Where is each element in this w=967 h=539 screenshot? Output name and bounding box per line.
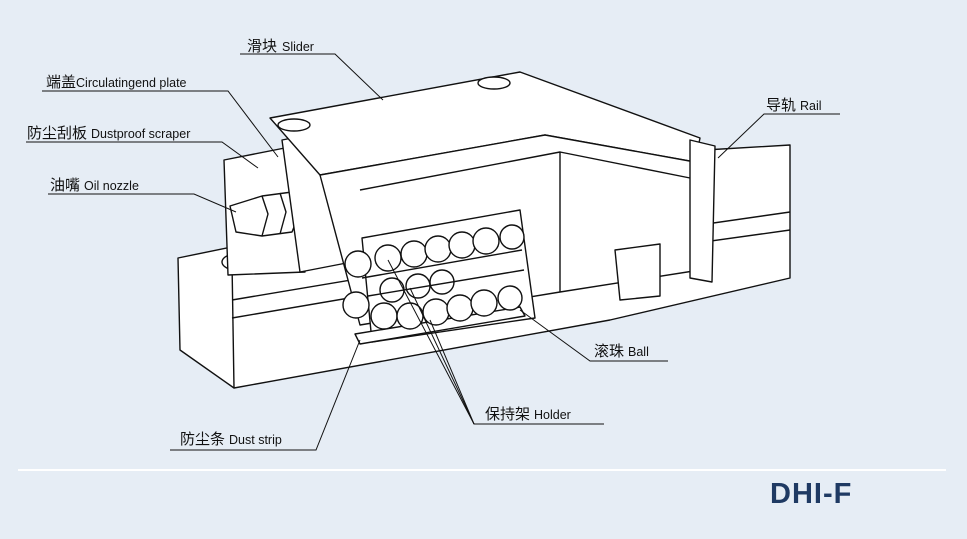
holder-bar-lower <box>367 269 525 297</box>
slider-step <box>359 151 691 292</box>
slider-hole-1 <box>277 118 311 132</box>
ball-row-upper <box>344 224 525 278</box>
label-endplate: 端盖Circulatingend plate <box>46 73 187 91</box>
leader-endplate <box>42 90 279 158</box>
leader-nozzle <box>48 193 237 213</box>
model-name: DHI-F <box>770 478 853 510</box>
oil-nozzle-hex <box>261 192 287 237</box>
leader-duststrip <box>170 339 361 451</box>
slider-cutout <box>614 243 661 301</box>
leader-slider <box>240 53 384 101</box>
leader-holder-3 <box>429 319 475 425</box>
slider-flange <box>689 139 716 283</box>
leader-rail <box>717 113 840 159</box>
leader-holder-2 <box>409 287 475 425</box>
rail-edge <box>231 261 235 389</box>
leader-ball <box>519 309 668 362</box>
leader-scraper <box>26 141 259 169</box>
separator-line <box>18 469 946 471</box>
ball-row-lower <box>342 269 523 330</box>
slider-hole-2 <box>477 76 511 90</box>
holder-bar-upper <box>361 249 523 279</box>
